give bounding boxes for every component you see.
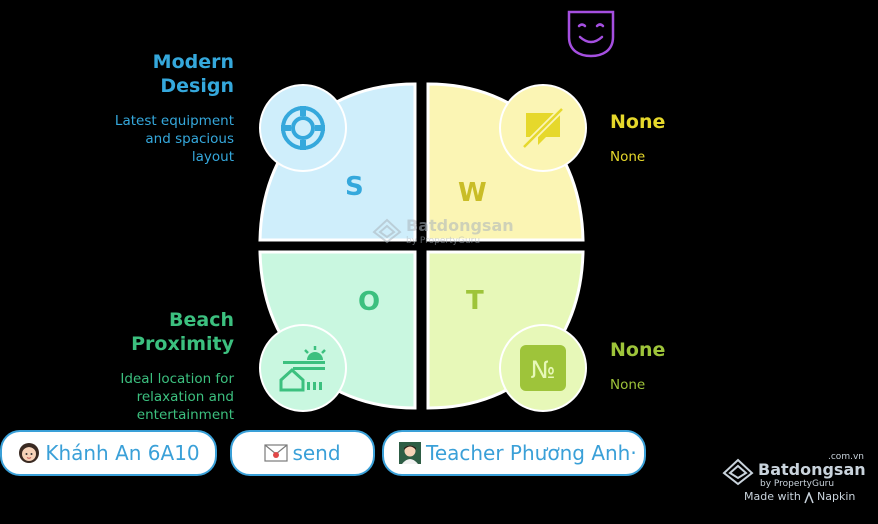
threats-letter: T — [466, 286, 484, 316]
strengths-heading-line: Design — [160, 75, 234, 97]
beach-house-icon — [279, 346, 326, 392]
opportunities-description-line: Ideal location for — [120, 371, 234, 387]
strengths-heading-line: Modern — [152, 51, 234, 73]
napkin-logo-icon — [804, 492, 814, 504]
weaknesses-letter: W — [458, 178, 487, 208]
opportunities-description-line: entertainment — [136, 407, 234, 423]
weaknesses-icon-circle — [499, 84, 587, 172]
strengths-letter: S — [345, 172, 364, 202]
strengths-description-line: and spacious — [145, 131, 234, 147]
weaknesses-heading: None — [610, 111, 666, 133]
opportunities-icon-circle — [259, 324, 347, 412]
threats-icon-circle: № — [499, 324, 587, 412]
student-name-label: Khánh An 6A10 — [45, 441, 200, 465]
strengths-icon-circle — [259, 84, 347, 172]
opportunities-description: Ideal location for relaxation and entert… — [34, 370, 234, 424]
center-watermark-sub: by PropertyGuru — [406, 236, 481, 246]
batdongsan-logo-icon — [722, 458, 754, 486]
teacher-avatar-icon — [399, 442, 421, 464]
threats-description: None — [610, 377, 646, 393]
numero-sign-icon: № — [520, 345, 566, 391]
opportunities-heading-line: Proximity — [131, 333, 234, 355]
weaknesses-description: None — [610, 149, 646, 165]
send-pill[interactable]: send — [230, 430, 375, 476]
svg-text:№: № — [531, 356, 556, 384]
target-icon — [281, 106, 325, 150]
opportunities-letter: O — [358, 287, 381, 317]
strengths-description-line: layout — [191, 149, 234, 165]
strengths-heading: Modern Design — [34, 50, 234, 98]
corner-watermark-sub: by PropertyGuru — [760, 479, 835, 489]
threats-heading: None — [610, 339, 666, 361]
send-label: send — [292, 441, 341, 465]
corner-watermark: .com.vn Batdongsan by PropertyGuru Made … — [722, 452, 872, 508]
made-with-label: Made with — [744, 490, 801, 503]
strengths-description-line: Latest equipment — [114, 113, 234, 129]
envelope-icon — [264, 444, 289, 462]
girl-avatar-icon — [19, 443, 40, 463]
teacher-name-label: Teacher Phương Anh· — [426, 441, 637, 465]
chat-off-icon — [521, 106, 565, 150]
smiley-mask-icon — [567, 10, 615, 58]
center-watermark: Batdongsan by PropertyGuru — [372, 216, 514, 248]
student-name-pill[interactable]: Khánh An 6A10 — [0, 430, 217, 476]
teacher-name-pill[interactable]: Teacher Phương Anh· — [382, 430, 646, 476]
corner-watermark-brand: Batdongsan — [758, 460, 866, 479]
batdongsan-logo-icon — [372, 218, 402, 244]
strengths-description: Latest equipment and spacious layout — [34, 112, 234, 166]
center-watermark-brand: Batdongsan — [406, 216, 514, 235]
opportunities-description-line: relaxation and — [136, 389, 234, 405]
opportunities-heading-line: Beach — [169, 309, 234, 331]
corner-watermark-domain: .com.vn — [828, 452, 864, 462]
made-with-brand: Napkin — [817, 490, 856, 503]
opportunities-heading: Beach Proximity — [34, 308, 234, 356]
